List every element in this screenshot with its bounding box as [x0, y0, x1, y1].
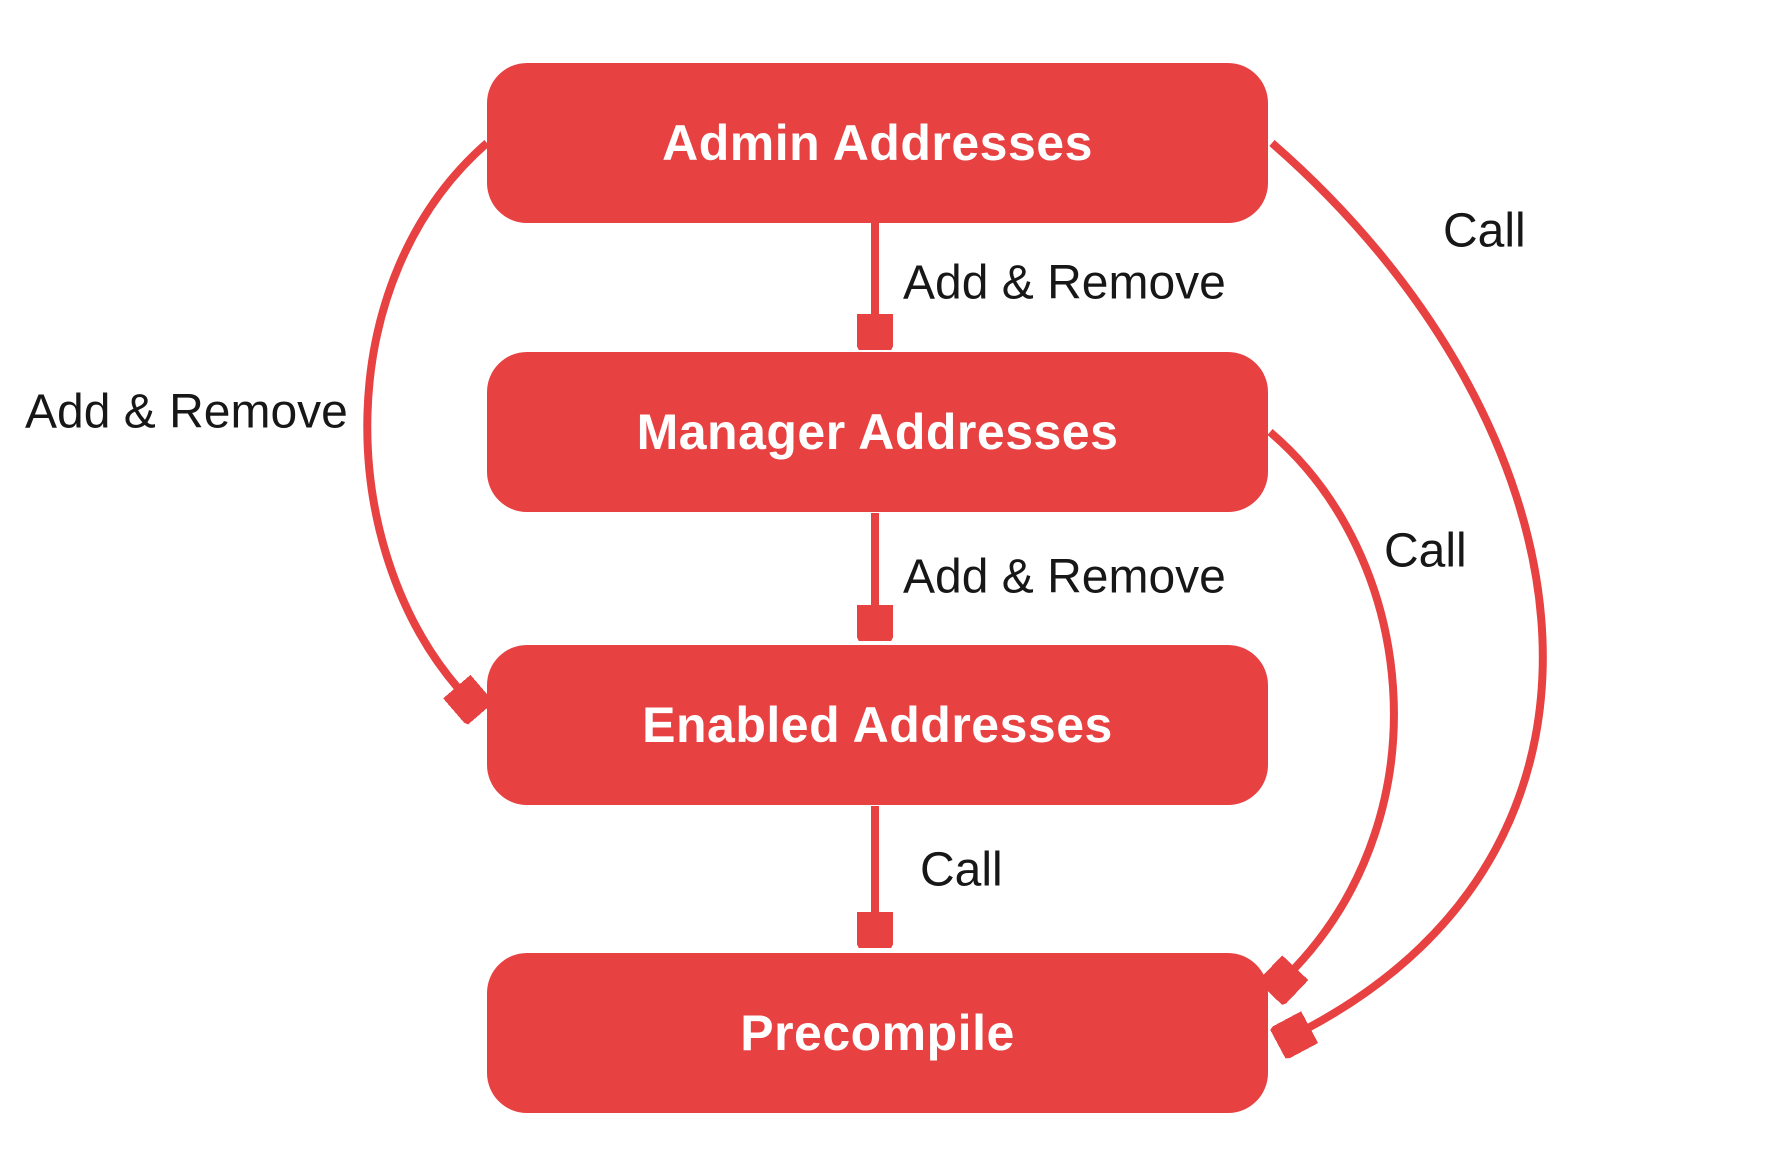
- edge-label-manager-to-enabled: Add & Remove: [903, 550, 1226, 604]
- node-manager-addresses-label: Manager Addresses: [636, 404, 1119, 460]
- node-enabled-addresses: Enabled Addresses: [487, 645, 1268, 805]
- node-precompile-label: Precompile: [740, 1005, 1015, 1061]
- node-precompile: Precompile: [487, 953, 1268, 1113]
- arrow-admin-to-enabled: [363, 139, 487, 688]
- edge-label-admin-to-precompile: Call: [1443, 204, 1526, 258]
- arrow-admin-to-precompile: [1272, 139, 1547, 1028]
- edge-label-enabled-to-precompile: Call: [920, 843, 1003, 897]
- node-admin-addresses: Admin Addresses: [487, 63, 1268, 223]
- node-enabled-addresses-label: Enabled Addresses: [642, 697, 1113, 753]
- node-manager-addresses: Manager Addresses: [487, 352, 1268, 512]
- edge-label-manager-to-precompile: Call: [1384, 524, 1467, 578]
- node-admin-addresses-label: Admin Addresses: [662, 115, 1093, 171]
- arrow-manager-to-precompile: [1270, 428, 1398, 969]
- edge-label-admin-to-enabled: Add & Remove: [25, 385, 348, 439]
- edge-label-admin-to-manager: Add & Remove: [903, 256, 1226, 310]
